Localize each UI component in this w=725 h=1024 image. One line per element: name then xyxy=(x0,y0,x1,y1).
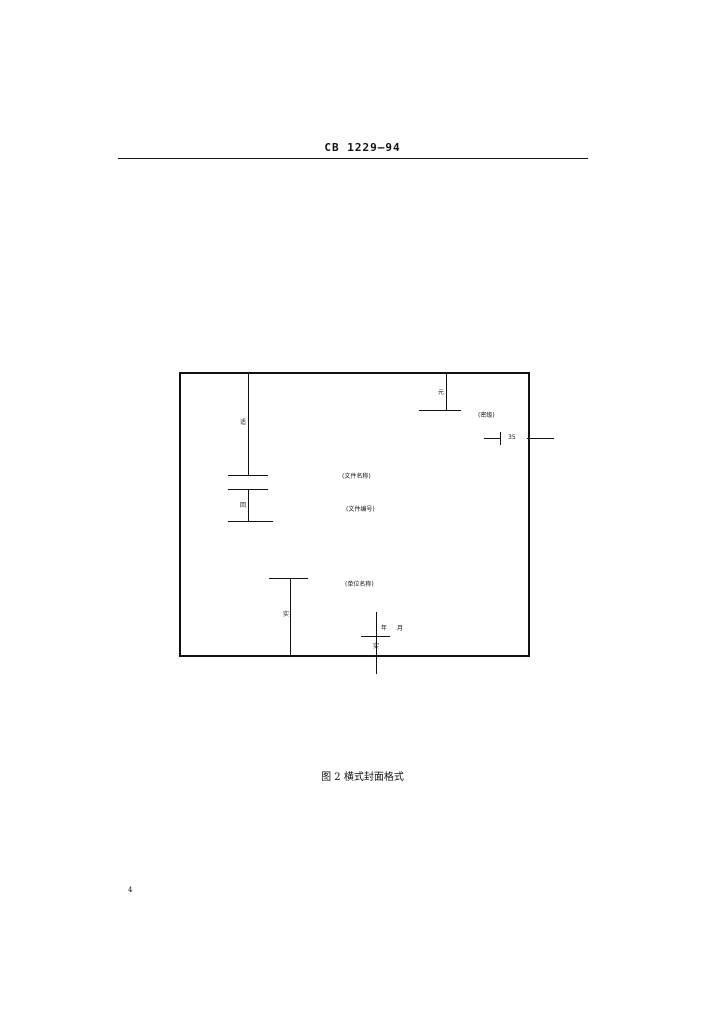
unit-name-label: (单位名称) xyxy=(345,581,374,588)
dim-top-right: 元 xyxy=(438,389,445,396)
cover-frame xyxy=(179,372,530,657)
year-label: 年 xyxy=(381,625,388,632)
document-header: CB 1229—94 xyxy=(324,141,401,154)
dim-bottom-center: 实 xyxy=(373,643,380,650)
file-number-label: (文件编号) xyxy=(346,506,375,513)
dim-bottom-left: 实 xyxy=(283,611,290,618)
dim-left-mid: 回 xyxy=(240,502,247,509)
page-number: 4 xyxy=(128,886,133,894)
classification-label: (密级) xyxy=(478,412,495,419)
month-label: 月 xyxy=(397,625,404,632)
header-rule xyxy=(118,158,588,159)
figure-caption: 图 2 横式封面格式 xyxy=(321,772,404,783)
file-name-label: (文件名称) xyxy=(342,473,371,480)
dim-right: 35 xyxy=(508,434,516,441)
dim-left-top: 适 xyxy=(240,419,247,426)
